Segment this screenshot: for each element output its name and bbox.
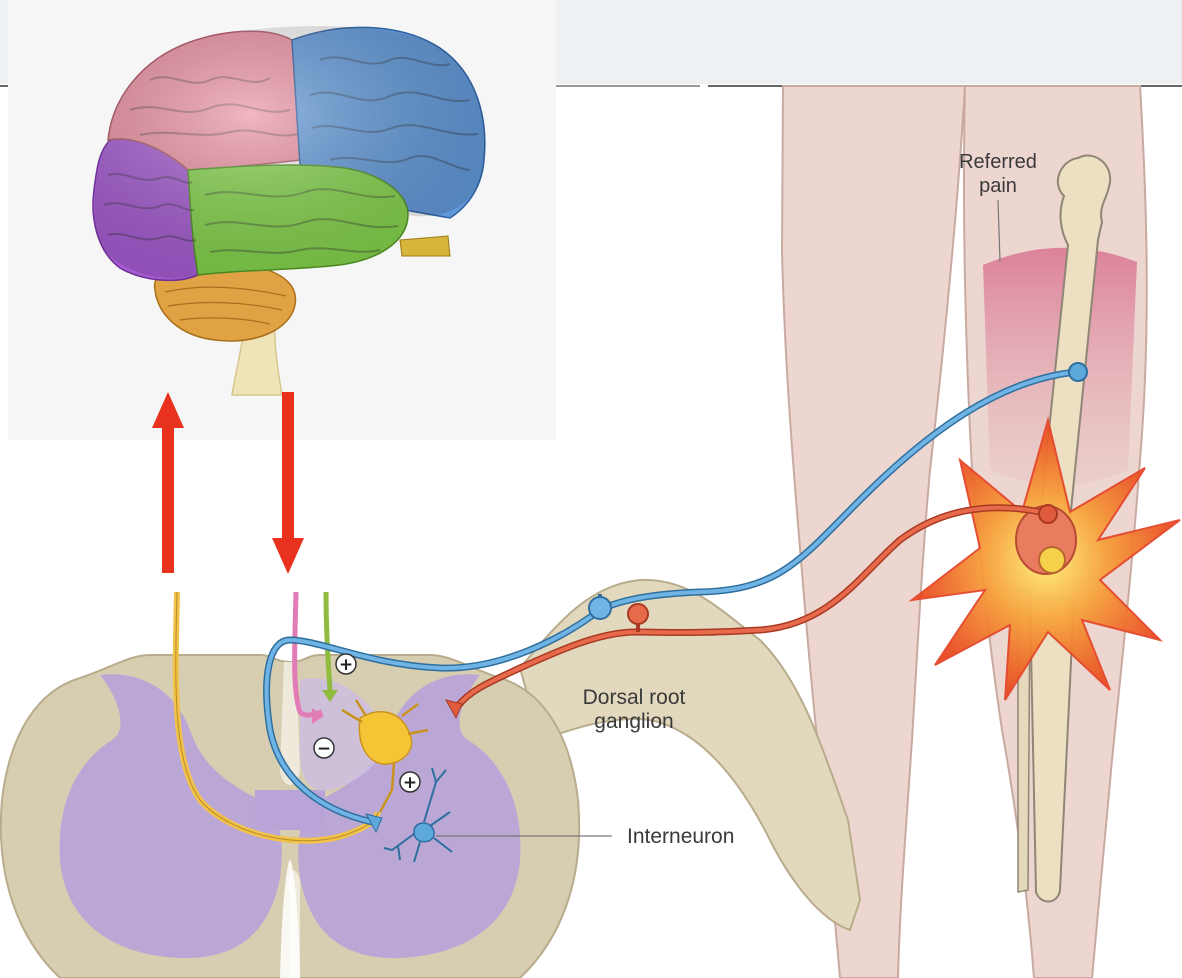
sign-inhibitory: − [313,737,335,759]
red-synapse-terminal [445,699,463,720]
ascending-tract-yellow-outline [175,591,379,842]
dorsal-root-label-line2: ganglion [594,710,673,733]
svg-text:+: + [339,655,353,675]
descending-arrow [272,392,304,574]
referred-pain-label-line1: Referred [959,151,1037,173]
dorsal-horn-light [299,678,385,791]
patella [1038,546,1066,574]
tibia-bone [1028,599,1076,903]
interneuron-dendrites [383,767,453,863]
svg-text:−: − [317,739,331,759]
dorsal-root-label-line1: Dorsal root [583,686,686,709]
blue-synapse-terminal [365,813,383,834]
leg-left [780,85,967,978]
olfactory-bulb [399,235,451,257]
referred-pain-label-line2: pain [979,175,1017,197]
ventral-fissure-cap [280,860,300,978]
ascending-arrow [152,392,184,573]
sign-excitatory-top: + [335,653,357,675]
projection-neuron [358,711,413,765]
afferent-red-fiber-core [456,505,1051,708]
descending-tract-green [323,591,333,691]
grey-matter-left [59,674,282,959]
nerve-root-bundle [518,578,862,932]
brain-panel [8,0,556,440]
cerebellum-folia [164,286,287,325]
blue-receptor-end [1068,362,1088,382]
green-synapse [322,690,338,702]
brain-shading [94,26,485,279]
spinal-cord-section: + − + [0,362,1088,978]
afferent-blue-fiber-core [264,370,1077,824]
pink-synapse [312,708,324,724]
blue-ganglion-cell [588,596,612,620]
svg-text:+: + [403,773,417,793]
legs-illustration [780,85,1181,978]
red-receptor-end [1038,504,1058,524]
interneuron-label: Interneuron [627,825,734,848]
sign-excitatory-lower: + [399,771,421,793]
interneuron-cell [413,822,435,843]
red-ganglion-cell [627,603,649,625]
grey-matter-right [298,674,521,959]
projection-neuron-dendrites [341,699,429,813]
referred-pain-leader [997,199,1001,263]
